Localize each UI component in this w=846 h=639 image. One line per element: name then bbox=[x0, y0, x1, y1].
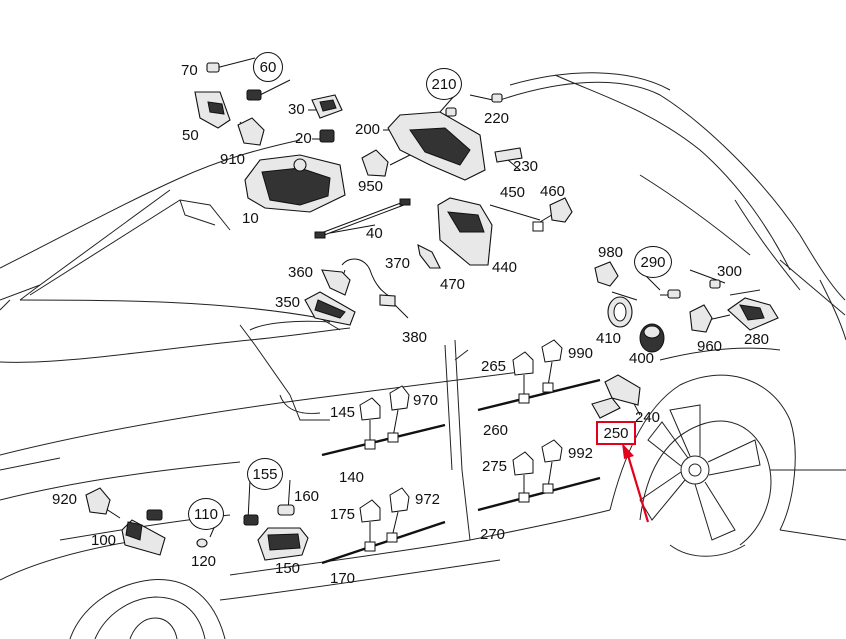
label-360: 360 bbox=[288, 264, 314, 281]
part-drawings bbox=[85, 62, 779, 561]
label-145: 145 bbox=[330, 404, 356, 421]
callout-155: 155 bbox=[247, 458, 283, 490]
label-950: 950 bbox=[358, 178, 384, 195]
label-380: 380 bbox=[402, 329, 428, 346]
label-175: 175 bbox=[330, 506, 356, 523]
label-170: 170 bbox=[330, 570, 356, 587]
label-265: 265 bbox=[481, 358, 507, 375]
highlighted-part-250: 250 bbox=[596, 421, 636, 445]
label-400: 400 bbox=[629, 350, 655, 367]
label-200: 200 bbox=[355, 121, 381, 138]
car-outline bbox=[0, 72, 846, 639]
front-wheel bbox=[639, 404, 761, 541]
label-100: 100 bbox=[91, 532, 117, 549]
label-350: 350 bbox=[275, 294, 301, 311]
pointer-arrow bbox=[622, 443, 650, 523]
label-20: 20 bbox=[295, 130, 312, 147]
label-40: 40 bbox=[366, 225, 383, 242]
label-450: 450 bbox=[500, 184, 526, 201]
label-240: 240 bbox=[635, 409, 661, 426]
label-920: 920 bbox=[52, 491, 78, 508]
label-980: 980 bbox=[598, 244, 624, 261]
label-160: 160 bbox=[294, 488, 320, 505]
label-260: 260 bbox=[483, 422, 509, 439]
label-972: 972 bbox=[415, 491, 441, 508]
callout-60: 60 bbox=[253, 52, 283, 82]
label-230: 230 bbox=[513, 158, 539, 175]
label-410: 410 bbox=[596, 330, 622, 347]
label-270: 270 bbox=[480, 526, 506, 543]
callout-210: 210 bbox=[426, 68, 462, 100]
label-150: 150 bbox=[275, 560, 301, 577]
label-992: 992 bbox=[568, 445, 594, 462]
callout-110: 110 bbox=[188, 498, 224, 530]
callout-290: 290 bbox=[634, 246, 672, 278]
label-910: 910 bbox=[220, 151, 246, 168]
label-70: 70 bbox=[181, 62, 198, 79]
label-10: 10 bbox=[242, 210, 259, 227]
label-960: 960 bbox=[697, 338, 723, 355]
label-275: 275 bbox=[482, 458, 508, 475]
label-280: 280 bbox=[744, 331, 770, 348]
label-990: 990 bbox=[568, 345, 594, 362]
label-300: 300 bbox=[717, 263, 743, 280]
wiring-harnesses bbox=[321, 339, 601, 565]
label-30: 30 bbox=[288, 101, 305, 118]
label-440: 440 bbox=[492, 259, 518, 276]
label-370: 370 bbox=[385, 255, 411, 272]
label-140: 140 bbox=[339, 469, 365, 486]
label-970: 970 bbox=[413, 392, 439, 409]
label-50: 50 bbox=[182, 127, 199, 144]
label-470: 470 bbox=[440, 276, 466, 293]
label-460: 460 bbox=[540, 183, 566, 200]
label-120: 120 bbox=[191, 553, 217, 570]
label-220: 220 bbox=[484, 110, 510, 127]
